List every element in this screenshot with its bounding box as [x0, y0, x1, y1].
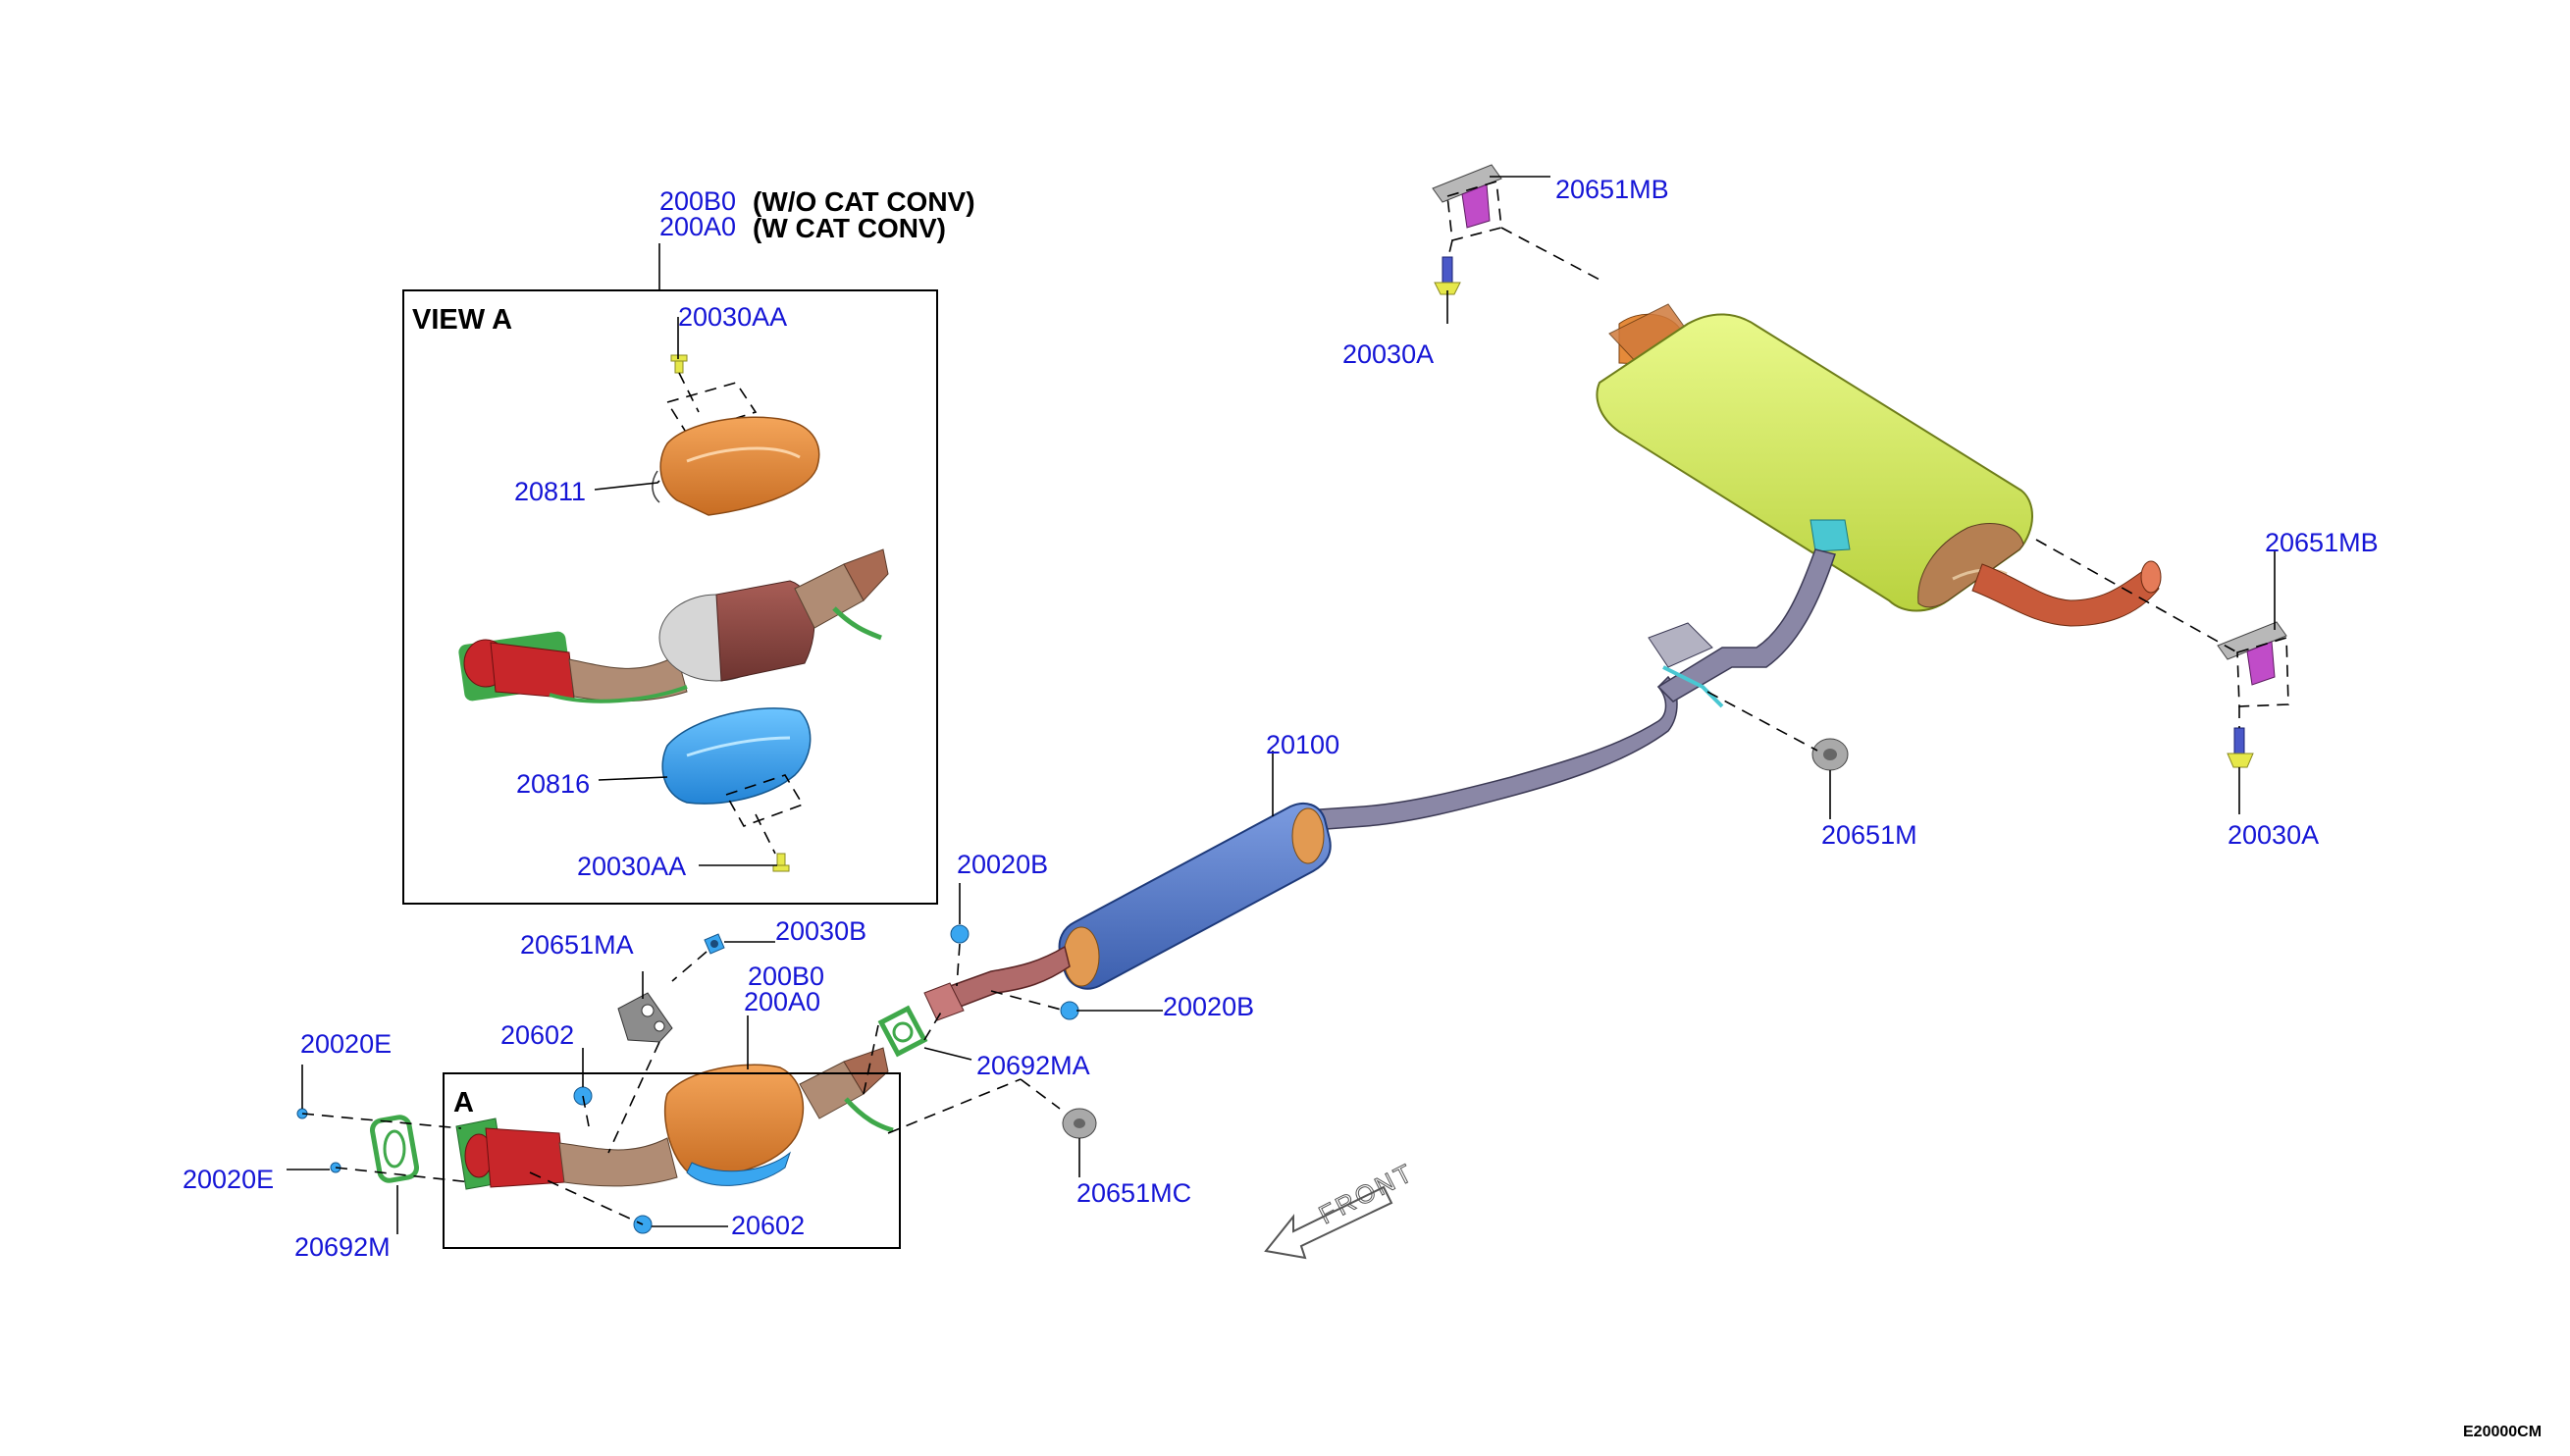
- part-20651ma: 20651MA: [520, 930, 634, 960]
- part-20651mb-right: 20651MB: [2265, 528, 2379, 557]
- part-20030aa-top: 20030AA: [678, 302, 787, 332]
- detail-a-frame: [443, 1072, 901, 1249]
- front-arrow-icon: FRONT: [1264, 1157, 1419, 1260]
- catalytic-converter-assembly-view[interactable]: [457, 548, 889, 703]
- nut-20020b-upper-icon[interactable]: [950, 924, 970, 944]
- part-200a0-mid: 200A0: [744, 987, 820, 1016]
- nut-20020b-lower-icon[interactable]: [1060, 1001, 1079, 1020]
- bolt-icon: [772, 853, 790, 872]
- part-20692ma: 20692MA: [976, 1051, 1090, 1080]
- part-20020b-lower: 20020B: [1163, 992, 1254, 1021]
- note-with-cat-conv: (W CAT CONV): [753, 213, 946, 243]
- detail-a-title: A: [453, 1087, 474, 1118]
- part-200a0-top: 200A0: [659, 212, 736, 241]
- part-20030a-top: 20030A: [1342, 339, 1434, 369]
- part-20020e-lower: 20020E: [183, 1165, 274, 1194]
- reference-box: [665, 382, 758, 435]
- part-20020b-upper: 20020B: [957, 850, 1048, 879]
- reference-box: [1446, 180, 1502, 242]
- bolt-icon: [670, 354, 688, 374]
- part-20602-lower: 20602: [731, 1211, 805, 1240]
- hanger-bracket-20651mb-right-icon[interactable]: [2217, 621, 2287, 686]
- part-20030aa-bottom: 20030AA: [577, 852, 686, 881]
- leader-lines: [287, 176, 2276, 1234]
- part-20811: 20811: [514, 477, 586, 506]
- front-pipe[interactable]: [941, 945, 1071, 1012]
- bolt-20030a-right-icon[interactable]: [2227, 727, 2254, 768]
- part-20020e-upper: 20020E: [300, 1029, 392, 1059]
- part-20651mc: 20651MC: [1076, 1178, 1191, 1208]
- bolt-20030b-icon[interactable]: [704, 933, 725, 955]
- tail-pipe[interactable]: [1971, 563, 2160, 627]
- gasket-20692m-icon[interactable]: [369, 1115, 420, 1183]
- reference-box: [724, 774, 805, 827]
- lower-heat-shield[interactable]: [661, 707, 812, 805]
- diagram-code: E20000CM: [2463, 1424, 2542, 1440]
- part-20816: 20816: [516, 769, 590, 799]
- gasket-20692ma-icon[interactable]: [877, 1005, 928, 1058]
- part-200b0-top: 200B0: [659, 186, 736, 216]
- center-pipe[interactable]: [1303, 548, 1836, 831]
- rear-muffler[interactable]: [1596, 303, 2033, 612]
- part-20692m: 20692M: [294, 1232, 391, 1262]
- view-a-panel: VIEW A: [402, 289, 938, 905]
- view-a-title: VIEW A: [412, 304, 512, 336]
- part-20100: 20100: [1266, 730, 1339, 759]
- hanger-bracket-20651mb-top-icon[interactable]: [1432, 164, 1502, 229]
- alignment-lines: [301, 227, 2240, 1225]
- view-a-frame: [402, 289, 938, 905]
- front-pipe-flange[interactable]: [923, 982, 965, 1021]
- reference-box: [2236, 636, 2289, 707]
- pre-muffler[interactable]: [1058, 802, 1332, 990]
- part-20651mb-top: 20651MB: [1555, 175, 1669, 204]
- note-without-cat-conv: (W/O CAT CONV): [753, 186, 975, 217]
- part-20602-upper: 20602: [500, 1020, 574, 1050]
- part-20030b: 20030B: [775, 916, 866, 946]
- bolt-20030a-top-icon[interactable]: [1434, 256, 1461, 295]
- part-200b0-mid: 200B0: [748, 962, 824, 991]
- part-20030a-right: 20030A: [2228, 820, 2319, 850]
- catalytic-converter-assembly[interactable]: [455, 1047, 894, 1190]
- front-label: FRONT: [1314, 1157, 1419, 1229]
- mount-rubber-20651m-icon[interactable]: [1811, 738, 1849, 771]
- mount-rubber-20651mc-icon[interactable]: [1062, 1108, 1097, 1139]
- bracket-20651ma-icon[interactable]: [617, 992, 673, 1043]
- part-20651m: 20651M: [1821, 820, 1917, 850]
- upper-heat-shield[interactable]: [659, 416, 820, 516]
